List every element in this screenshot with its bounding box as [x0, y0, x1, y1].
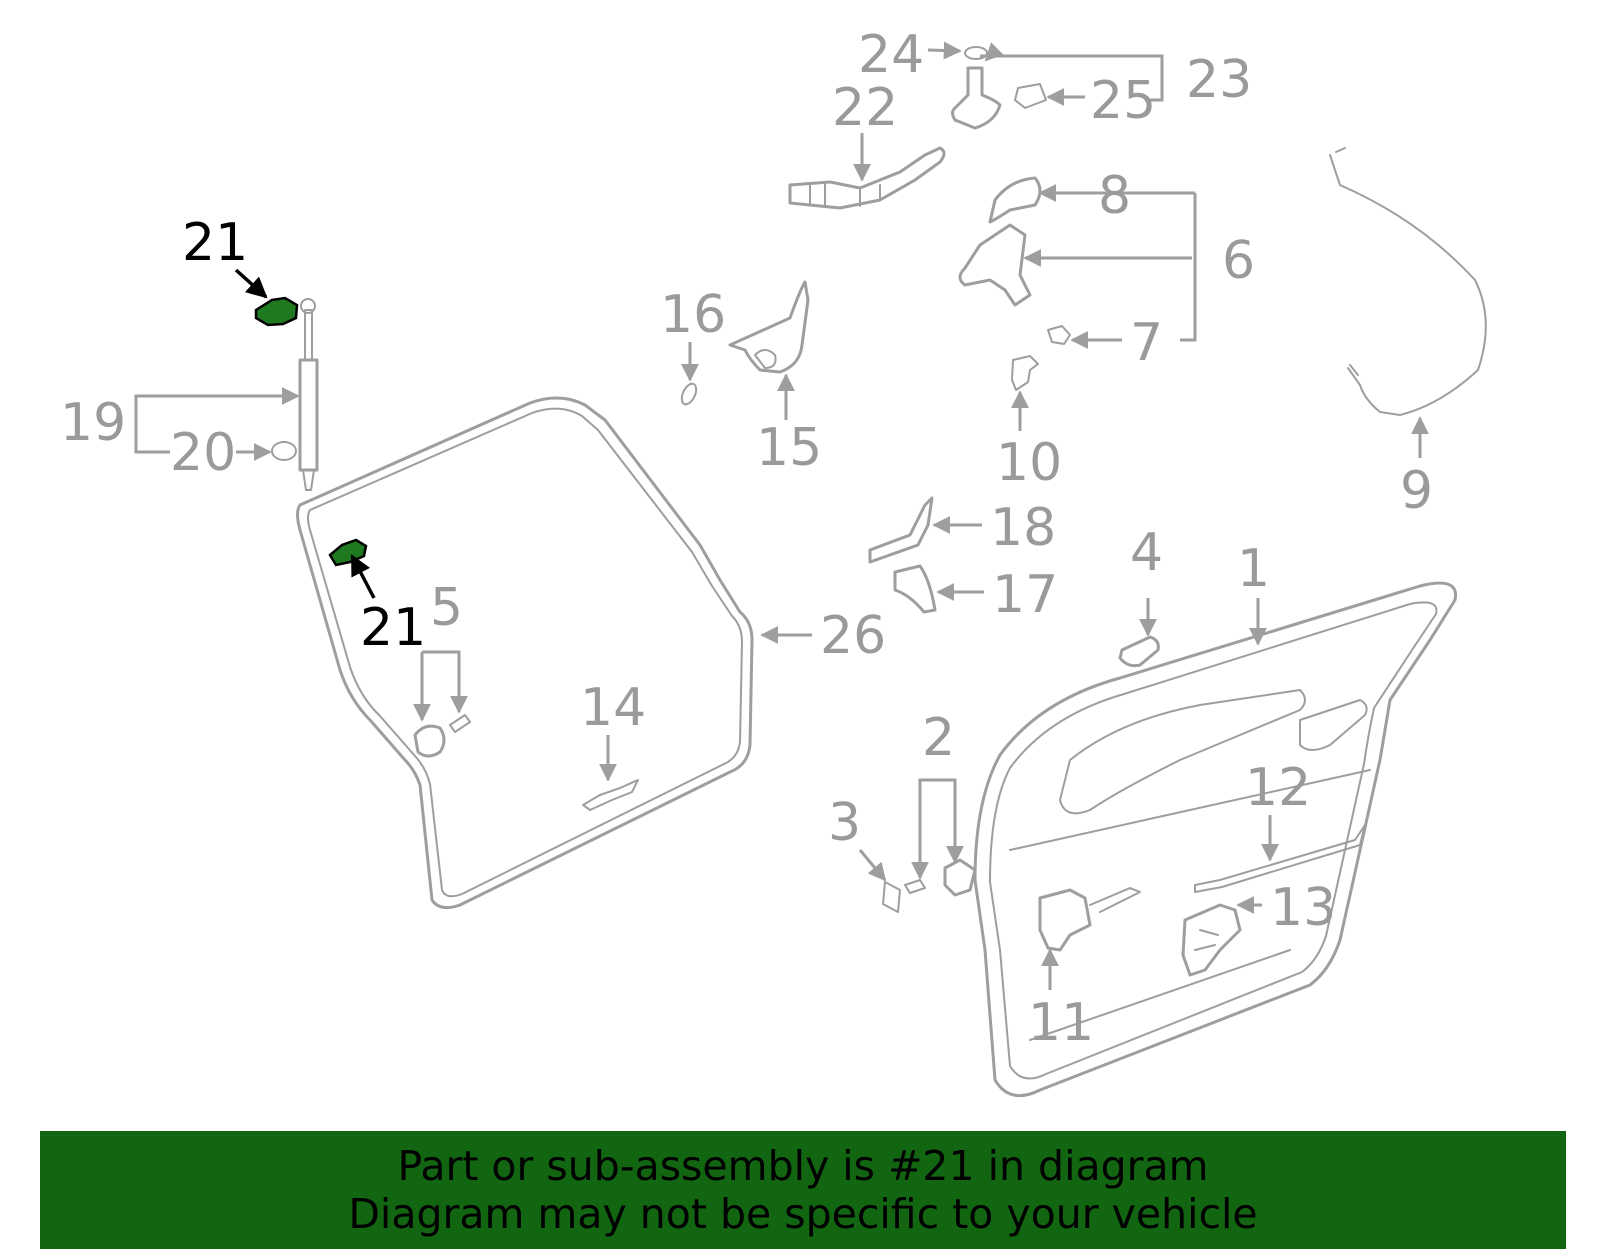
- latch-6: [958, 223, 1032, 307]
- bumper-4: [1118, 635, 1160, 668]
- bolt-2: [904, 879, 926, 894]
- callout-13: 13: [1270, 878, 1336, 938]
- callout-12: 12: [1245, 758, 1311, 818]
- info-banner: Part or sub-assembly is #21 in diagram D…: [40, 1131, 1566, 1249]
- callout-2: 2: [922, 708, 955, 768]
- callout-16: 16: [660, 285, 726, 345]
- callout-1: 1: [1237, 539, 1270, 599]
- callout-6: 6: [1222, 231, 1255, 291]
- leader-lines: [134, 41, 1429, 990]
- callout-17: 17: [992, 565, 1058, 625]
- release-cable-9: [1329, 147, 1487, 416]
- bracket-10: [1011, 355, 1039, 391]
- callout-21-lower: 21: [360, 598, 426, 658]
- callout-7: 7: [1130, 313, 1163, 373]
- liftgate-door: [973, 581, 1458, 1098]
- screw-5: [449, 714, 471, 733]
- clip-7: [1047, 325, 1071, 345]
- callout-26: 26: [820, 606, 886, 666]
- clip-14: [582, 779, 639, 811]
- stopper-5: [413, 724, 446, 758]
- latch-13: [1181, 903, 1242, 977]
- callout-11: 11: [1028, 993, 1094, 1053]
- striker-2: [943, 858, 977, 897]
- callout-15: 15: [756, 418, 822, 478]
- callout-23: 23: [1186, 50, 1252, 110]
- callout-25: 25: [1090, 71, 1156, 131]
- gas-strut: [298, 298, 319, 491]
- clip-16: [680, 382, 698, 406]
- retainer-25: [1014, 83, 1047, 109]
- callout-20: 20: [170, 423, 236, 483]
- callout-labels: 1 2 3 4 5 6 7 8 9 10 11 12 13 14 15 16 1…: [60, 25, 1433, 1053]
- actuator-11: [1038, 887, 1141, 952]
- banner-line-1: Part or sub-assembly is #21 in diagram: [397, 1142, 1209, 1190]
- ball-stud: [271, 441, 297, 461]
- callout-24: 24: [858, 25, 924, 85]
- callout-5: 5: [430, 578, 463, 638]
- lock-cylinder-23: [951, 66, 1002, 130]
- callout-19: 19: [60, 393, 126, 453]
- callout-14: 14: [580, 678, 646, 738]
- weatherstrip-seal: [296, 396, 754, 910]
- callout-9: 9: [1400, 461, 1433, 521]
- callout-4: 4: [1130, 523, 1163, 583]
- callout-22: 22: [832, 78, 898, 138]
- bracket-18: [868, 496, 934, 564]
- callout-18: 18: [990, 498, 1056, 558]
- grommet-21-upper: [254, 296, 299, 327]
- highlight-leader-lines: [234, 268, 376, 599]
- callout-21-upper: 21: [182, 213, 248, 273]
- rod-12: [1194, 824, 1366, 893]
- grommet-21-lower: [328, 538, 368, 567]
- cover-17: [893, 564, 937, 614]
- pad-3: [882, 881, 901, 913]
- cable-guide-22: [788, 146, 946, 210]
- banner-line-2: Diagram may not be specific to your vehi…: [348, 1190, 1258, 1238]
- callout-3: 3: [828, 793, 861, 853]
- callout-10: 10: [996, 433, 1062, 493]
- hinge-15: [728, 280, 810, 374]
- handle-8: [988, 176, 1042, 224]
- callout-8: 8: [1098, 166, 1131, 226]
